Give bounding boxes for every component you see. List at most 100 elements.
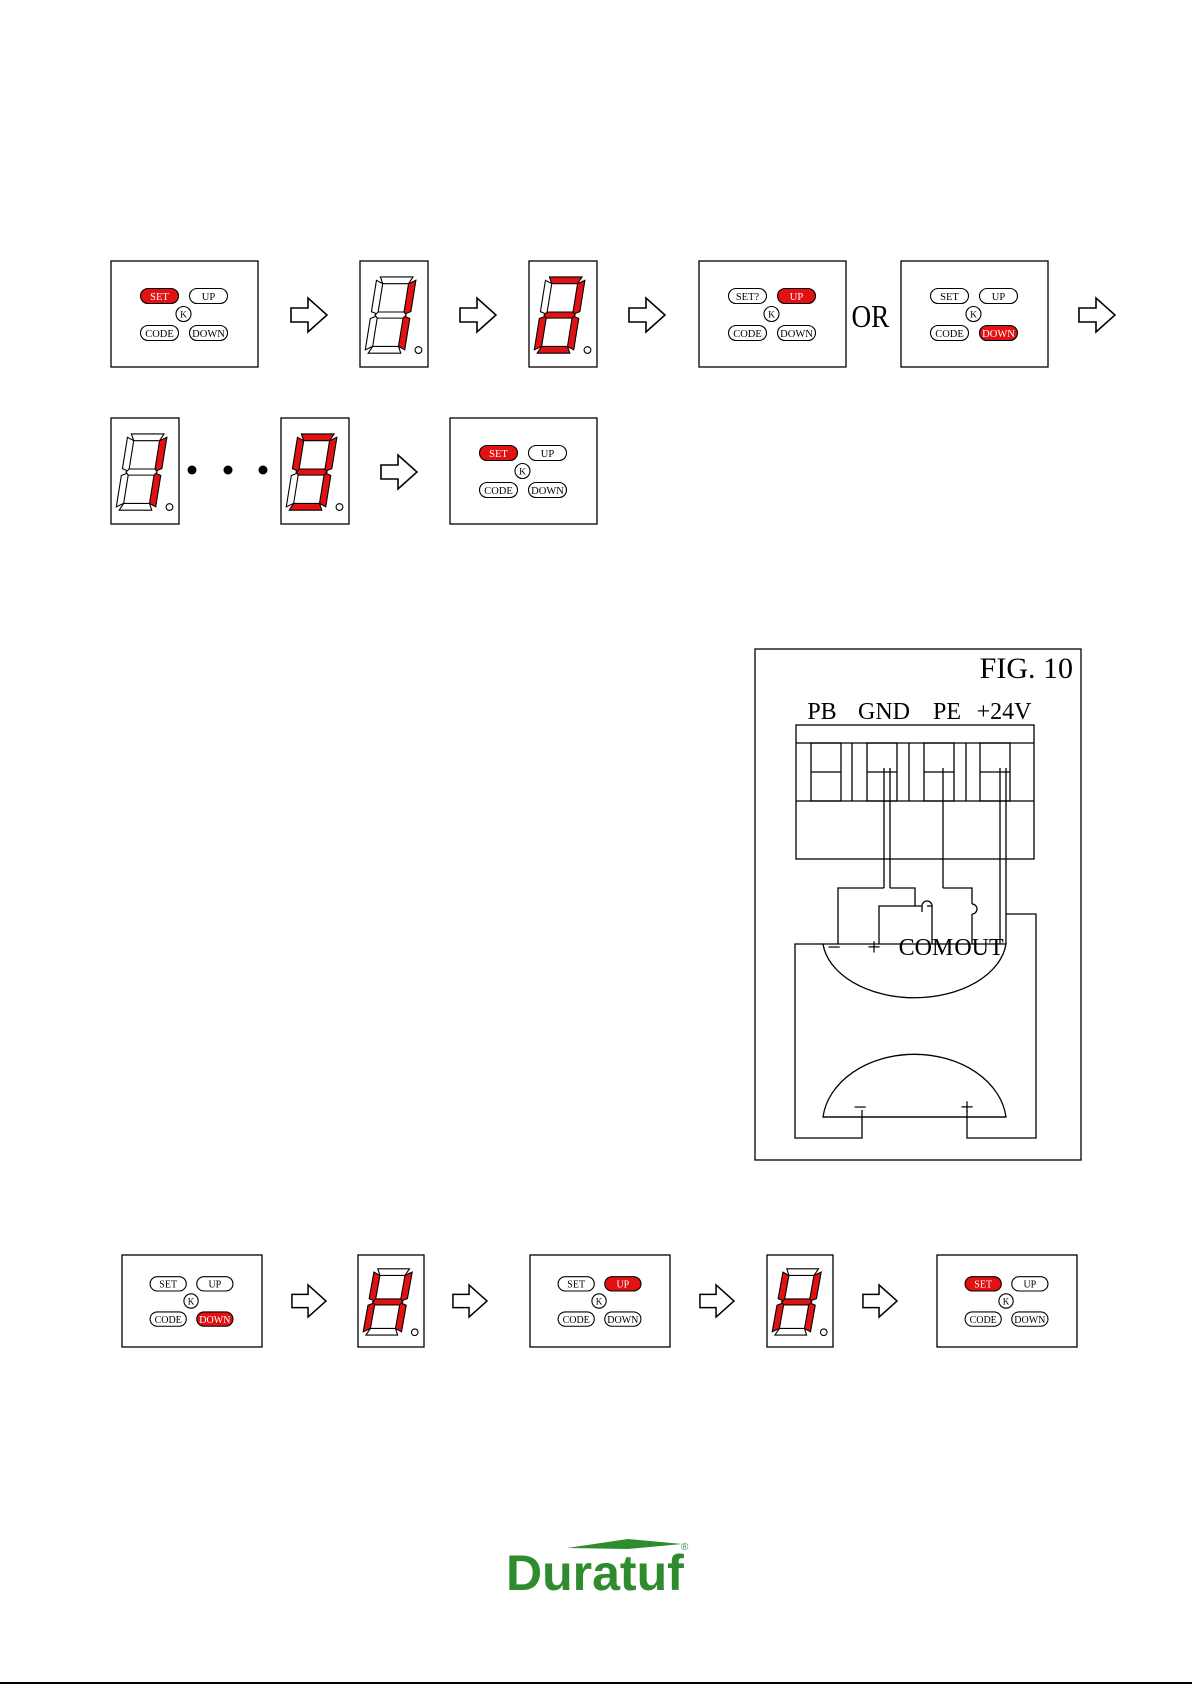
segment-d (119, 503, 152, 510)
digit-panel (281, 418, 349, 524)
terminal-label-24v: +24V (977, 699, 1033, 725)
down-key-label: DOWN (1014, 1315, 1045, 1326)
ellipsis-dot (259, 466, 268, 475)
k-key-label: K (768, 311, 775, 321)
ellipsis-dot (188, 466, 197, 475)
keypad-panel: SET UP CODE DOWN K (530, 1255, 670, 1347)
sequence-row-2: SETUPCODEDOWNK (111, 418, 597, 524)
terminal-block (796, 725, 1034, 859)
up-key-label: UP (616, 1280, 629, 1291)
sensor-lower-plus: + (960, 1095, 974, 1121)
decimal-point (411, 1329, 418, 1336)
fig10-frame (755, 649, 1081, 1160)
sequence-row-3: SET UP CODE DOWN K SET UP CODE DOWN K SET UP CODE D… (122, 1255, 1077, 1347)
sensor-upper-plus: + (867, 935, 881, 961)
segment-g (296, 469, 327, 475)
decimal-point (584, 347, 591, 354)
digit-panel (358, 1255, 424, 1347)
arrow-right-icon (700, 1285, 734, 1317)
brand-logo: Duratuf ® (506, 1539, 689, 1601)
fig10-wiring-diagram: FIG. 10 PB GND PE +24V (755, 649, 1081, 1160)
terminal-label-gnd: GND (858, 699, 910, 725)
digit-panel (529, 261, 597, 367)
arrow-right-icon (1079, 298, 1115, 332)
down-key-label: DOWN (199, 1315, 230, 1326)
up-key-label: UP (1023, 1280, 1036, 1291)
segment-g (782, 1299, 812, 1305)
sequence-row-1: SET UP CODE DOWN K SET? UP CODE DOWN K OR SET UP C… (111, 261, 1115, 367)
down-key-label: DOWN (982, 329, 1015, 340)
set-key-label: SET (940, 292, 959, 303)
digit-panel (360, 261, 428, 367)
segment-a (301, 434, 334, 441)
arrow-right-icon (292, 1285, 326, 1317)
decimal-point (166, 504, 173, 511)
sensor-upper-com: COM (899, 935, 954, 961)
segment-g (126, 469, 157, 475)
up-key-label: UP (790, 292, 804, 303)
k-key-label: K (1003, 1296, 1010, 1306)
keypad-panel: SET UP CODE DOWN K (937, 1255, 1077, 1347)
up-key-label: UP (202, 292, 216, 303)
set-key-label: SET (567, 1280, 585, 1291)
segment-d (366, 1328, 398, 1335)
k-key-label: K (596, 1296, 603, 1306)
ellipsis-dot (224, 466, 233, 475)
sensor-outline-left (795, 944, 862, 1138)
arrow-right-icon (863, 1285, 897, 1317)
down-key-label: DOWN (607, 1315, 638, 1326)
logo-registered-mark: ® (681, 1542, 689, 1553)
code-key-label: CODE (970, 1315, 997, 1326)
segment-d (775, 1328, 807, 1335)
keypad-panel: SET UP CODE DOWN K (901, 261, 1048, 367)
arrow-right-icon (291, 298, 327, 332)
code-key-label: CODE (935, 329, 964, 340)
set-key-label: SET (159, 1280, 177, 1291)
segment-a (380, 277, 413, 284)
up-key-label: UP (992, 292, 1006, 303)
up-key-label: UP (541, 449, 555, 460)
digit-panel (111, 418, 179, 524)
decimal-point (336, 504, 343, 511)
arrow-right-icon (460, 298, 496, 332)
down-key-label: DOWN (780, 329, 813, 340)
segment-a (378, 1269, 410, 1276)
segment-g (544, 312, 575, 318)
set-key-label: SET (150, 292, 169, 303)
sensor-upper-minus: − (827, 935, 841, 961)
code-key-label: CODE (733, 329, 762, 340)
set-key-label: SET? (736, 292, 760, 303)
segment-d (289, 503, 322, 510)
sensor-lower-dome (823, 1054, 1006, 1117)
code-key-label: CODE (155, 1315, 182, 1326)
keypad-panel: SET UP CODE DOWN K (111, 261, 258, 367)
digit-panel (767, 1255, 833, 1347)
down-key-label: DOWN (192, 329, 225, 340)
set-key-label: SET (489, 449, 508, 460)
sensor-lower-minus: − (853, 1095, 867, 1121)
segment-d (537, 346, 570, 353)
arrow-right-icon (453, 1285, 487, 1317)
fig10-title: FIG. 10 (980, 652, 1073, 685)
wires (838, 768, 1006, 944)
code-key-label: CODE (484, 486, 513, 497)
or-label: OR (852, 300, 890, 334)
keypad-panel: SET? UP CODE DOWN K (699, 261, 846, 367)
up-key-label: UP (208, 1280, 221, 1291)
code-key-label: CODE (145, 329, 174, 340)
decimal-point (415, 347, 422, 354)
segment-a (131, 434, 164, 441)
k-key-label: K (519, 468, 526, 478)
k-key-label: K (970, 311, 977, 321)
set-key-label: SET (974, 1280, 992, 1291)
logo-text: Duratuf (506, 1545, 684, 1601)
k-key-label: K (180, 311, 187, 321)
code-key-label: CODE (563, 1315, 590, 1326)
segment-d (368, 346, 401, 353)
sensor-upper-out: OUT (954, 935, 1004, 961)
segment-g (375, 312, 406, 318)
terminal-label-pb: PB (807, 699, 836, 725)
